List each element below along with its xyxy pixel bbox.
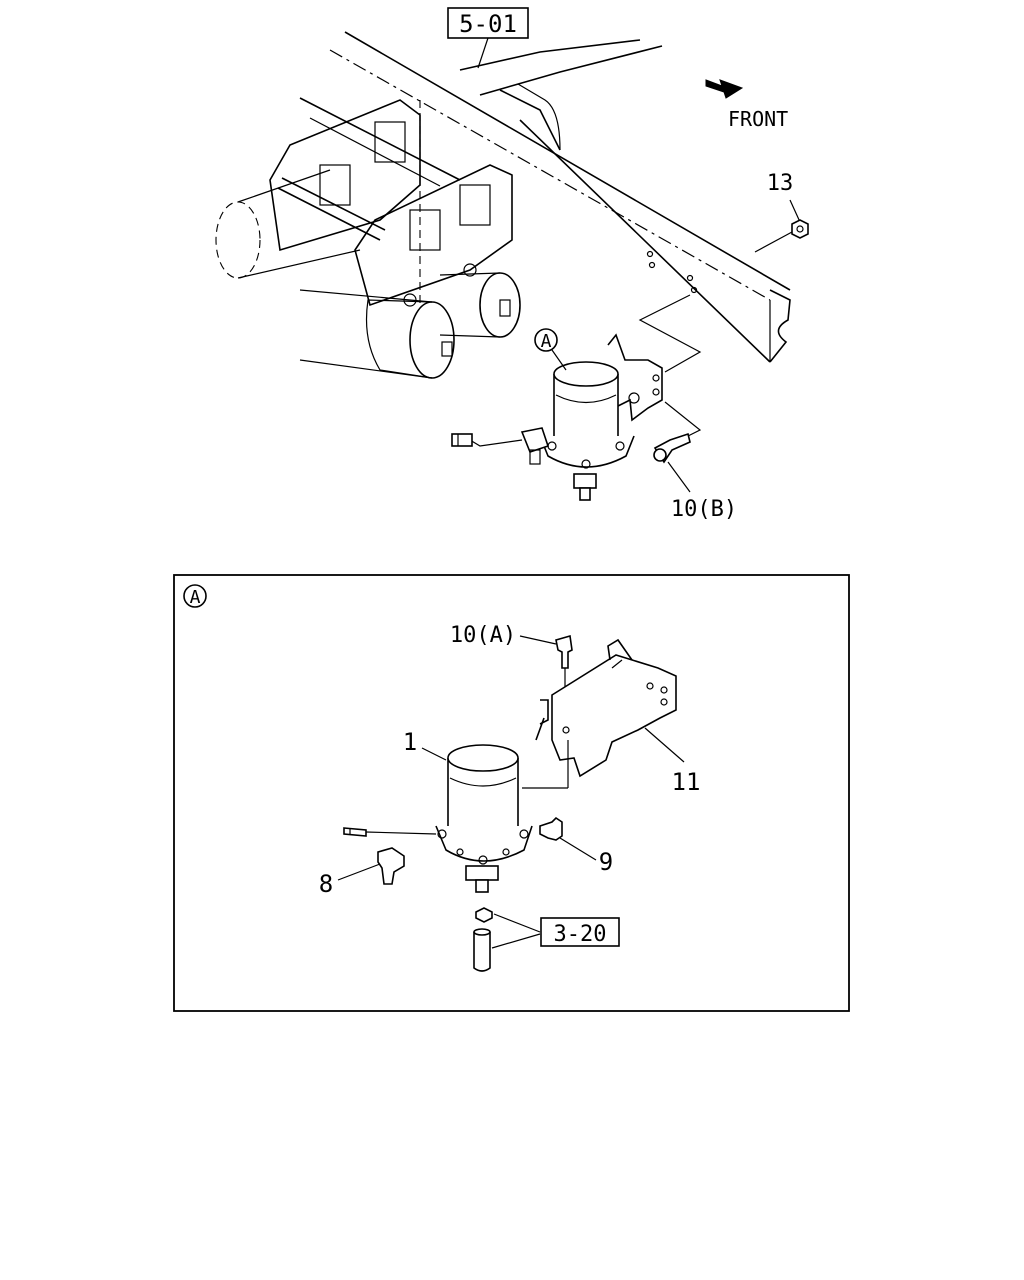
tank-brackets [269,99,513,330]
hex-nut-icon [791,219,809,239]
frame-rail [329,31,791,363]
detail-a-frame-marker: A [183,584,207,608]
ref-5-01-label: 5-01 [459,10,517,38]
detail-a-panel: A 10(A) 11 [173,574,850,1012]
air-tanks [215,169,521,379]
bolt-10b-label: 10(B) [671,497,737,522]
front-label: FRONT [728,107,788,131]
dryer-1-label: 1 [403,728,417,756]
drain-parts [473,907,541,972]
bolt-10a-callout[interactable]: 10(A) [450,623,573,690]
rail-to-bracket-leaders [638,294,702,441]
ref-3-20-label: 3-20 [554,922,607,947]
bracket-11-label: 11 [672,768,701,796]
air-dryer-upper [451,333,663,501]
upper-assembly-view: 5-01 FRONT [215,7,809,522]
nut-13-label: 13 [767,171,794,196]
air-dryer-1[interactable]: 1 [343,728,533,893]
fitting-9[interactable]: 9 [539,816,613,876]
detail-a-marker[interactable]: A [534,328,567,371]
ref-3-20-callout[interactable]: 3-20 [540,917,620,947]
ref-5-01-callout[interactable]: 5-01 [447,7,529,69]
nut-13-callout[interactable]: 13 [754,171,809,253]
bracket-11[interactable]: 11 [522,638,701,796]
fitting-8-label: 8 [319,870,333,898]
fitting-9-label: 9 [599,848,613,876]
tee-fitting-icon [377,847,405,885]
detail-a-frame-marker-label: A [190,587,201,608]
fitting-8[interactable]: 8 [319,847,405,898]
elbow-fitting-icon [539,816,563,841]
bolt-10a-icon [555,634,573,669]
front-direction-indicator: FRONT [705,79,788,131]
cross-member [299,39,663,187]
detail-a-frame [173,574,850,1012]
detail-a-marker-label: A [541,331,552,352]
bolt-10b-callout[interactable]: 10(B) [653,432,737,522]
front-arrow-icon [705,79,744,99]
bolt-10a-label: 10(A) [450,623,516,648]
